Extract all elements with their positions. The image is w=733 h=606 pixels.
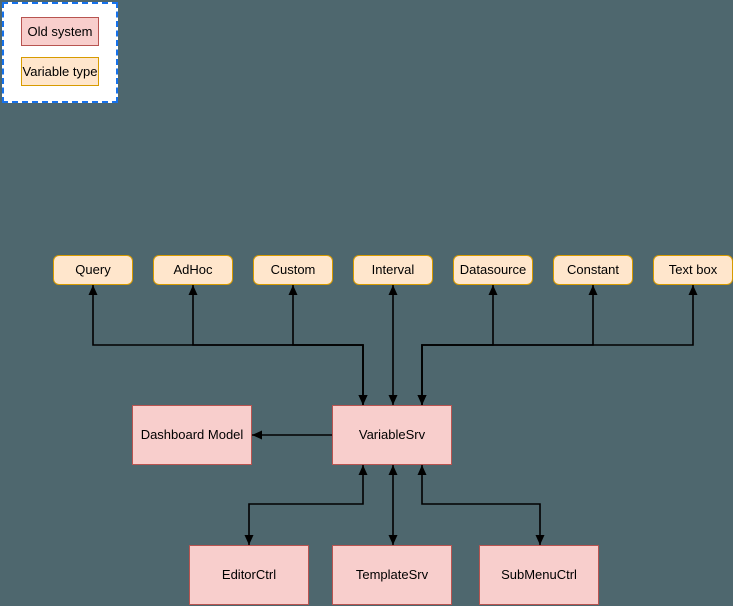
legend-old-system-swatch: Old system [21,17,99,46]
node-adhoc: AdHoc [153,255,233,285]
node-constant: Constant [553,255,633,285]
node-editor-ctrl: EditorCtrl [189,545,309,605]
node-interval: Interval [353,255,433,285]
connector-variablesrv-submenuctrl [417,465,545,545]
node-query: Query [53,255,133,285]
connector-variablesrv-editorctrl [244,465,368,545]
legend: Old system Variable type [2,2,118,103]
connector-custom-variablesrv [288,285,368,405]
legend-variable-type-swatch: Variable type [21,57,99,86]
node-variable-srv: VariableSrv [332,405,452,465]
legend-variable-type-label: Variable type [22,64,98,79]
connector-textbox-variablesrv [417,285,698,405]
node-textbox: Text box [653,255,733,285]
node-datasource: Datasource [453,255,533,285]
node-dashboard-model: Dashboard Model [132,405,252,465]
node-custom: Custom [253,255,333,285]
legend-old-system-label: Old system [27,24,93,39]
node-sub-menu-ctrl: SubMenuCtrl [479,545,599,605]
node-template-srv: TemplateSrv [332,545,452,605]
